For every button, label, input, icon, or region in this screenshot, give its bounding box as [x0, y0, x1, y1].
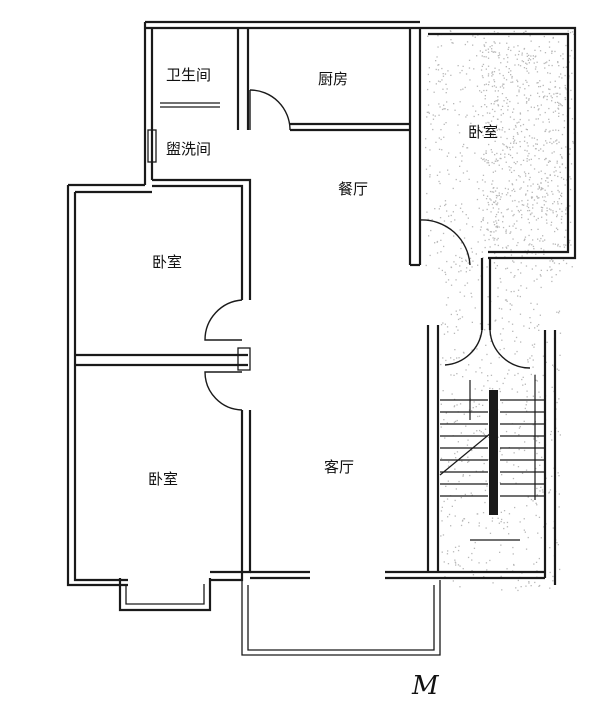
room-label-bedroom-west-upper: 卧室: [152, 253, 182, 271]
room-label-living: 客厅: [324, 458, 354, 476]
stair-handrail: [489, 390, 498, 515]
room-label-kitchen: 厨房: [318, 70, 348, 88]
bedroom-lower-door: [204, 371, 243, 411]
room-label-dining: 餐厅: [338, 180, 368, 198]
doors: [204, 89, 531, 411]
kitchen-door: [249, 89, 291, 131]
staircase: [439, 375, 545, 541]
ne-bedroom-door: [419, 219, 471, 266]
room-label-bedroom-west-lower: 卧室: [148, 470, 178, 488]
entrance-door-left: [444, 329, 483, 366]
handwritten-marker: M: [411, 671, 440, 701]
room-label-bathroom: 卫生间: [166, 66, 211, 84]
room-label-washroom: 盥洗间: [166, 140, 211, 158]
room-label-bedroom-ne: 卧室: [468, 123, 498, 141]
walls: [66, 20, 577, 656]
entrance-door-right: [489, 329, 531, 369]
stair-tread: [439, 427, 498, 476]
stairwell-speckle: [425, 30, 575, 592]
bedroom-upper-door: [204, 299, 243, 341]
